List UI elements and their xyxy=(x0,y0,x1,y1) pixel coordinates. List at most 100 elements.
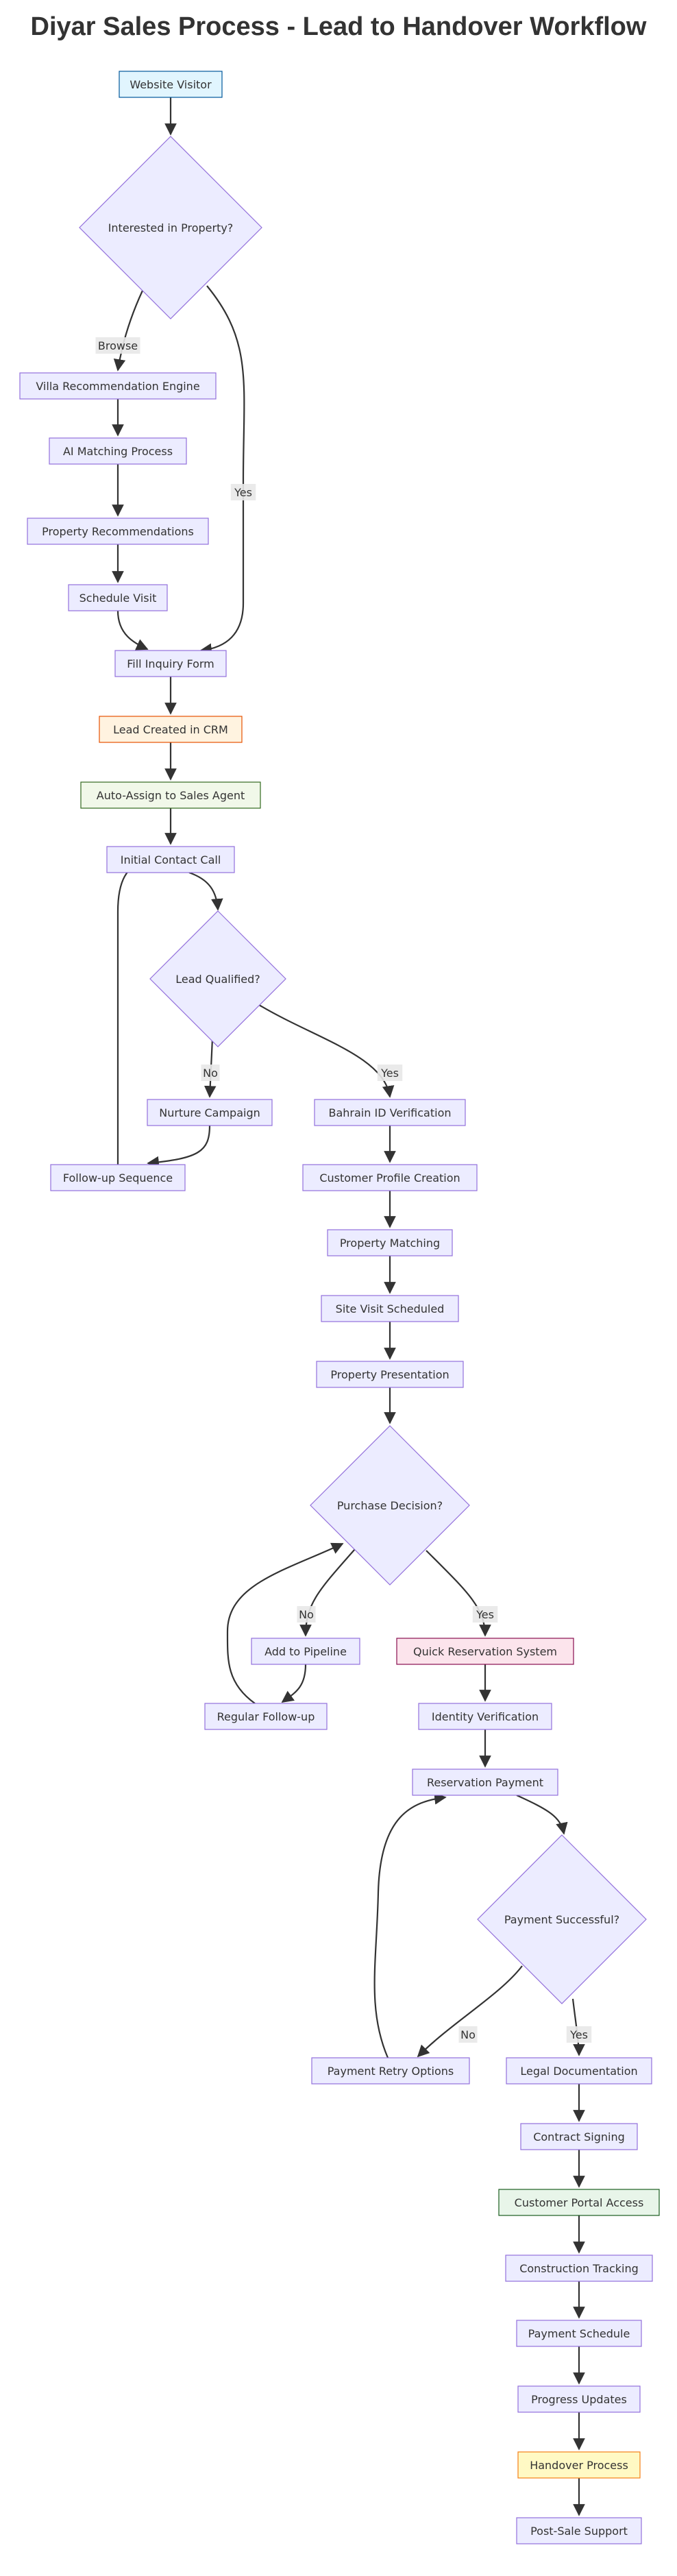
diagram-title: Diyar Sales Process - Lead to Handover W… xyxy=(30,12,647,41)
node-label: Customer Portal Access xyxy=(515,2196,644,2209)
node-label: Auto-Assign to Sales Agent xyxy=(97,789,245,802)
decision-diamond xyxy=(79,136,262,319)
edge-label-no-nurture: No xyxy=(203,1067,218,1080)
edge-interested-to-villa-engine xyxy=(113,290,143,372)
node-follow-up: Follow-up Sequence xyxy=(50,1164,186,1191)
node-site-visit: Site Visit Scheduled xyxy=(321,1295,459,1322)
edge-label-bg xyxy=(95,337,140,354)
decision-interested: Interested in Property? xyxy=(79,136,262,319)
node-handover: Handover Process xyxy=(517,2451,641,2479)
decision-lead-qualified: Lead Qualified? xyxy=(149,910,286,1047)
node-label: Property Recommendations xyxy=(42,525,194,538)
edge-purchase-decision-to-add-pipeline xyxy=(299,1548,356,1637)
node-box xyxy=(517,2451,641,2479)
node-villa-engine: Villa Recommendation Engine xyxy=(19,372,217,400)
edge-reservation-payment-to-payment-successful xyxy=(516,1794,568,1835)
node-reservation-payment: Reservation Payment xyxy=(412,1769,558,1796)
decision-diamond xyxy=(477,1834,647,2004)
node-box xyxy=(147,1099,273,1126)
node-quick-reservation: Quick Reservation System xyxy=(396,1638,574,1665)
node-portal-access: Customer Portal Access xyxy=(498,2189,660,2216)
node-label: Construction Tracking xyxy=(519,2262,639,2275)
node-website-visitor: Website Visitor xyxy=(119,71,223,98)
node-box xyxy=(68,584,168,611)
node-label: Villa Recommendation Engine xyxy=(36,380,199,393)
edge-label-bg xyxy=(566,2026,592,2043)
node-label: Identity Verification xyxy=(432,1710,539,1723)
node-box xyxy=(516,2320,642,2347)
edge-initial-contact-to-lead-qualified xyxy=(188,871,223,911)
node-auto-assign: Auto-Assign to Sales Agent xyxy=(80,781,261,809)
node-box xyxy=(506,2057,652,2085)
edge-label-no-pipeline: No xyxy=(299,1608,314,1621)
node-box xyxy=(80,781,261,809)
node-box xyxy=(316,1361,464,1388)
node-box xyxy=(204,1703,328,1730)
edge-lead-qualified-to-bahrain-id xyxy=(258,1004,395,1098)
node-box xyxy=(302,1164,478,1191)
node-label: Payment Schedule xyxy=(528,2327,630,2340)
edge-schedule-visit-to-fill-inquiry xyxy=(116,610,149,651)
edge-regular-followup-to-purchase-decision xyxy=(226,1542,344,1704)
edge-payment-successful-to-payment-retry xyxy=(417,1965,523,2058)
node-box xyxy=(314,1099,466,1126)
node-property-recs: Property Recommendations xyxy=(27,518,209,545)
node-label: Regular Follow-up xyxy=(217,1710,315,1723)
node-schedule-visit: Schedule Visit xyxy=(68,584,168,611)
node-label: Contract Signing xyxy=(533,2130,625,2143)
node-label: Customer Profile Creation xyxy=(319,1171,460,1184)
node-box xyxy=(106,846,235,873)
node-identity-verification: Identity Verification xyxy=(418,1703,552,1730)
decision-payment-successful: Payment Successful? xyxy=(477,1834,647,2004)
node-box xyxy=(418,1703,552,1730)
node-label: Post-Sale Support xyxy=(530,2525,628,2538)
node-customer-profile: Customer Profile Creation xyxy=(302,1164,478,1191)
node-payment-retry: Payment Retry Options xyxy=(311,2057,470,2085)
node-fill-inquiry: Fill Inquiry Form xyxy=(114,650,227,677)
node-label: AI Matching Process xyxy=(63,445,173,458)
node-label: Schedule Visit xyxy=(79,592,157,605)
node-label: Handover Process xyxy=(530,2459,628,2472)
edge-label-bg xyxy=(458,2026,478,2043)
node-property-matching: Property Matching xyxy=(327,1229,453,1256)
decision-purchase-decision: Purchase Decision? xyxy=(310,1425,470,1585)
node-regular-followup: Regular Follow-up xyxy=(204,1703,328,1730)
edge-interested-to-fill-inquiry xyxy=(199,285,245,656)
node-box xyxy=(498,2189,660,2216)
node-label: Lead Created in CRM xyxy=(113,723,228,736)
node-box xyxy=(520,2123,638,2150)
node-box xyxy=(119,71,223,98)
node-lead-created: Lead Created in CRM xyxy=(99,716,243,743)
edge-label-bg xyxy=(377,1065,403,1081)
node-box xyxy=(396,1638,574,1665)
node-box xyxy=(327,1229,453,1256)
edge-follow-up-to-initial-contact xyxy=(116,857,147,1165)
node-box xyxy=(516,2517,642,2544)
edge-label-yes-reservation: Yes xyxy=(476,1608,494,1621)
node-nurture: Nurture Campaign xyxy=(147,1099,273,1126)
decision-label: Payment Successful? xyxy=(504,1913,619,1926)
edge-label-bg xyxy=(230,484,256,500)
node-initial-contact: Initial Contact Call xyxy=(106,846,235,873)
edge-label-yes-bahrain: Yes xyxy=(380,1067,399,1080)
edge-nurture-to-follow-up xyxy=(147,1125,211,1169)
node-box xyxy=(50,1164,186,1191)
decision-diamond xyxy=(149,910,286,1047)
edge-label-yes-legal: Yes xyxy=(569,2028,588,2041)
node-box xyxy=(251,1638,360,1665)
node-label: Quick Reservation System xyxy=(413,1645,557,1658)
node-box xyxy=(412,1769,558,1796)
edge-label-browse: Browse xyxy=(98,339,138,352)
node-bahrain-id: Bahrain ID Verification xyxy=(314,1099,466,1126)
edge-label-no-retry: No xyxy=(460,2028,476,2041)
edge-add-pipeline-to-regular-followup xyxy=(281,1664,307,1703)
node-label: Nurture Campaign xyxy=(159,1106,260,1119)
node-construction-tracking: Construction Tracking xyxy=(505,2255,653,2282)
node-payment-schedule: Payment Schedule xyxy=(516,2320,642,2347)
node-label: Payment Retry Options xyxy=(328,2065,454,2078)
edge-label-yes-inquiry: Yes xyxy=(234,486,252,499)
edge-label-bg xyxy=(472,1606,498,1623)
node-post-sale: Post-Sale Support xyxy=(516,2517,642,2544)
node-progress-updates: Progress Updates xyxy=(517,2385,641,2413)
decision-diamond xyxy=(310,1425,470,1585)
